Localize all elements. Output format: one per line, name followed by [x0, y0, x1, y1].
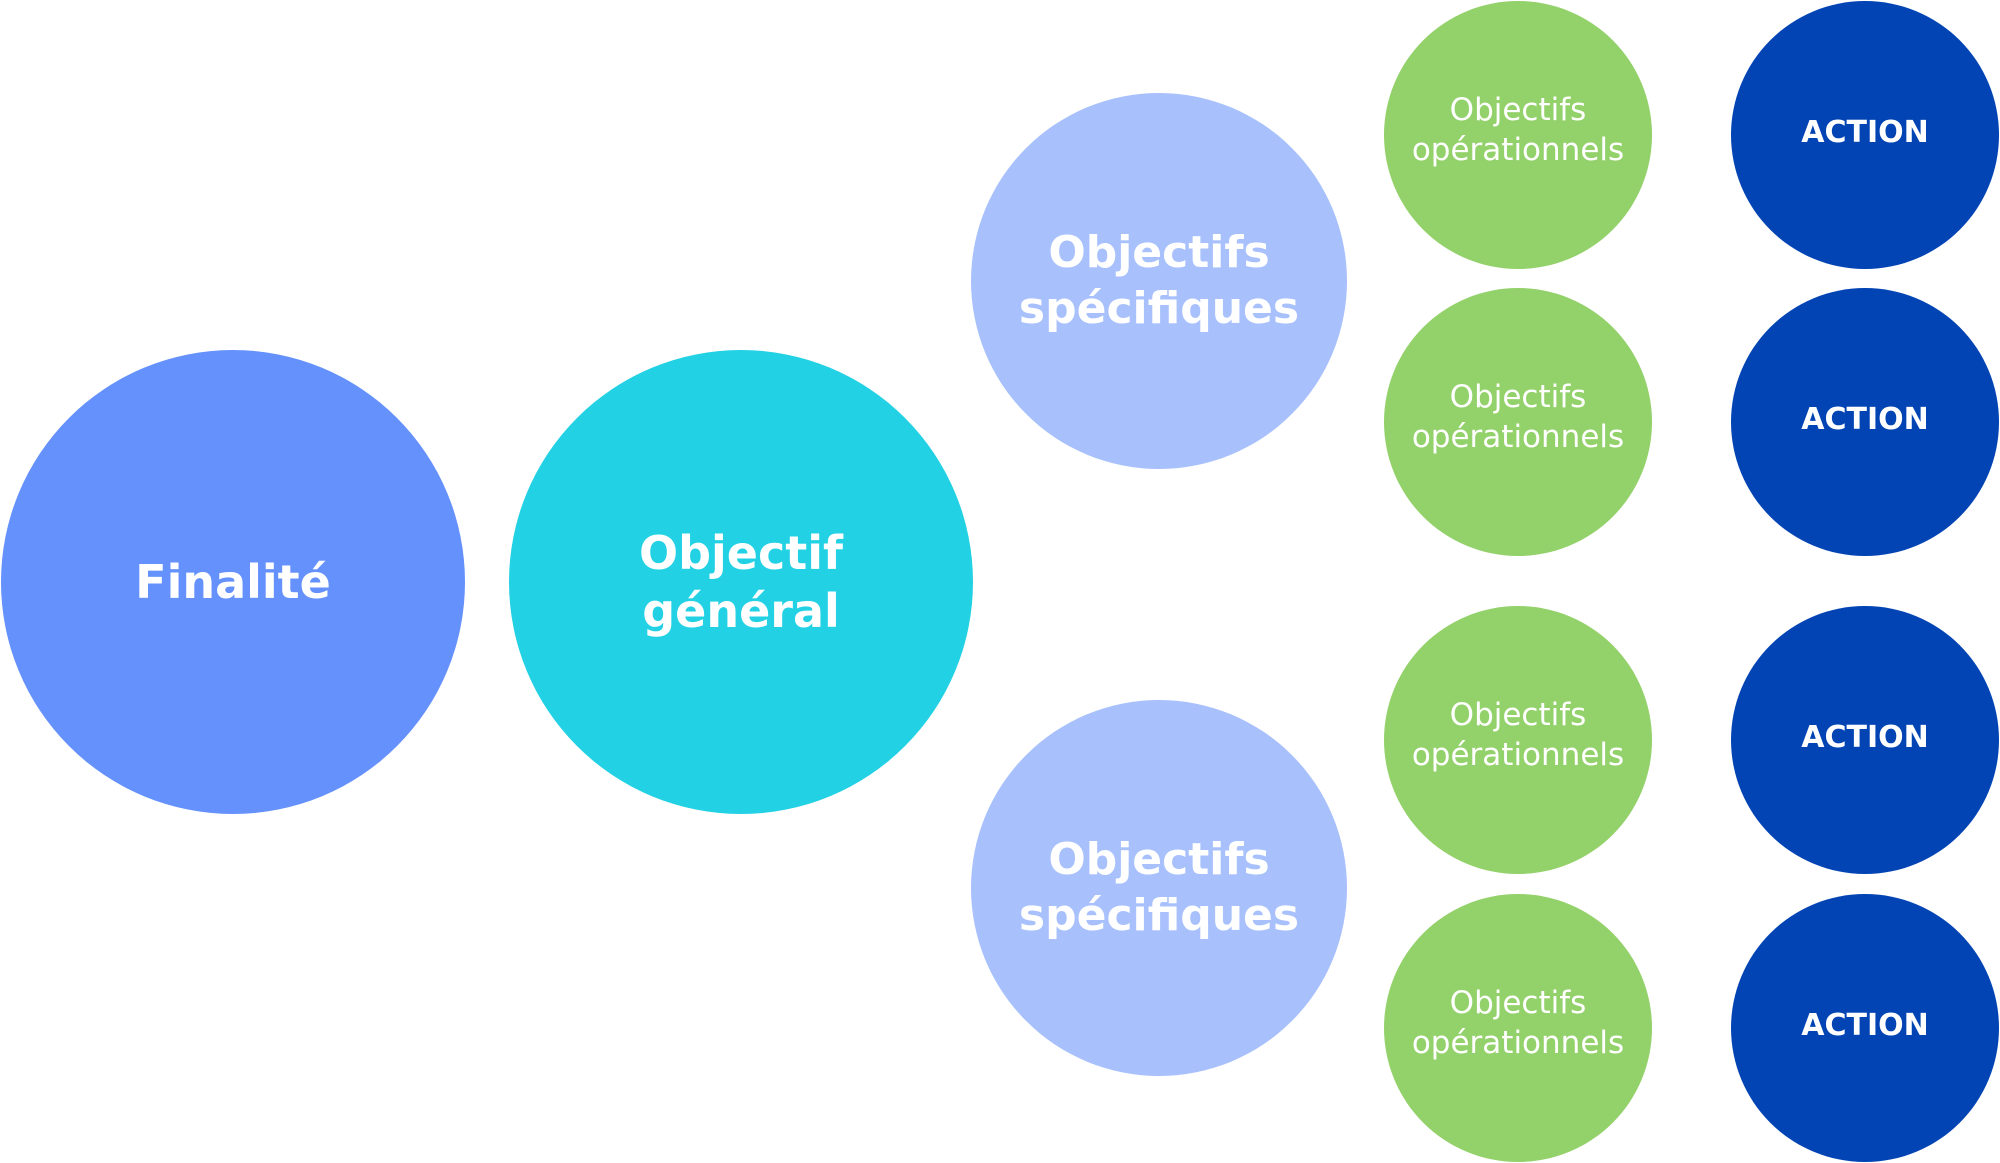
objectifs-operationnels-circle: Objectifs opérationnels: [1384, 288, 1652, 556]
objectifs-specifiques-label: Objectifs spécifiques: [1018, 834, 1300, 941]
action-circle: ACTION: [1731, 288, 1999, 556]
objectifs-operationnels-label: Objectifs opérationnels: [1411, 379, 1625, 455]
objectif-general-circle: Objectif général: [509, 350, 973, 814]
objectifs-operationnels-circle: Objectifs opérationnels: [1384, 1, 1652, 269]
action-label: ACTION: [1801, 719, 1929, 755]
objectifs-operationnels-label: Objectifs opérationnels: [1411, 697, 1625, 773]
objectifs-specifiques-circle: Objectifs spécifiques: [971, 700, 1347, 1076]
objectifs-operationnels-label: Objectifs opérationnels: [1411, 92, 1625, 168]
finalite-label: Finalité: [135, 555, 331, 609]
action-circle: ACTION: [1731, 606, 1999, 874]
action-circle: ACTION: [1731, 1, 1999, 269]
objectifs-specifiques-label: Objectifs spécifiques: [1018, 227, 1300, 334]
objectifs-operationnels-circle: Objectifs opérationnels: [1384, 606, 1652, 874]
action-label: ACTION: [1801, 114, 1929, 150]
finalite-circle: Finalité: [1, 350, 465, 814]
objectifs-operationnels-circle: Objectifs opérationnels: [1384, 894, 1652, 1162]
objectifs-operationnels-label: Objectifs opérationnels: [1411, 985, 1625, 1061]
action-circle: ACTION: [1731, 894, 1999, 1162]
objectifs-specifiques-circle: Objectifs spécifiques: [971, 93, 1347, 469]
action-label: ACTION: [1801, 1007, 1929, 1043]
action-label: ACTION: [1801, 401, 1929, 437]
objectif-general-label: Objectif général: [638, 526, 844, 638]
